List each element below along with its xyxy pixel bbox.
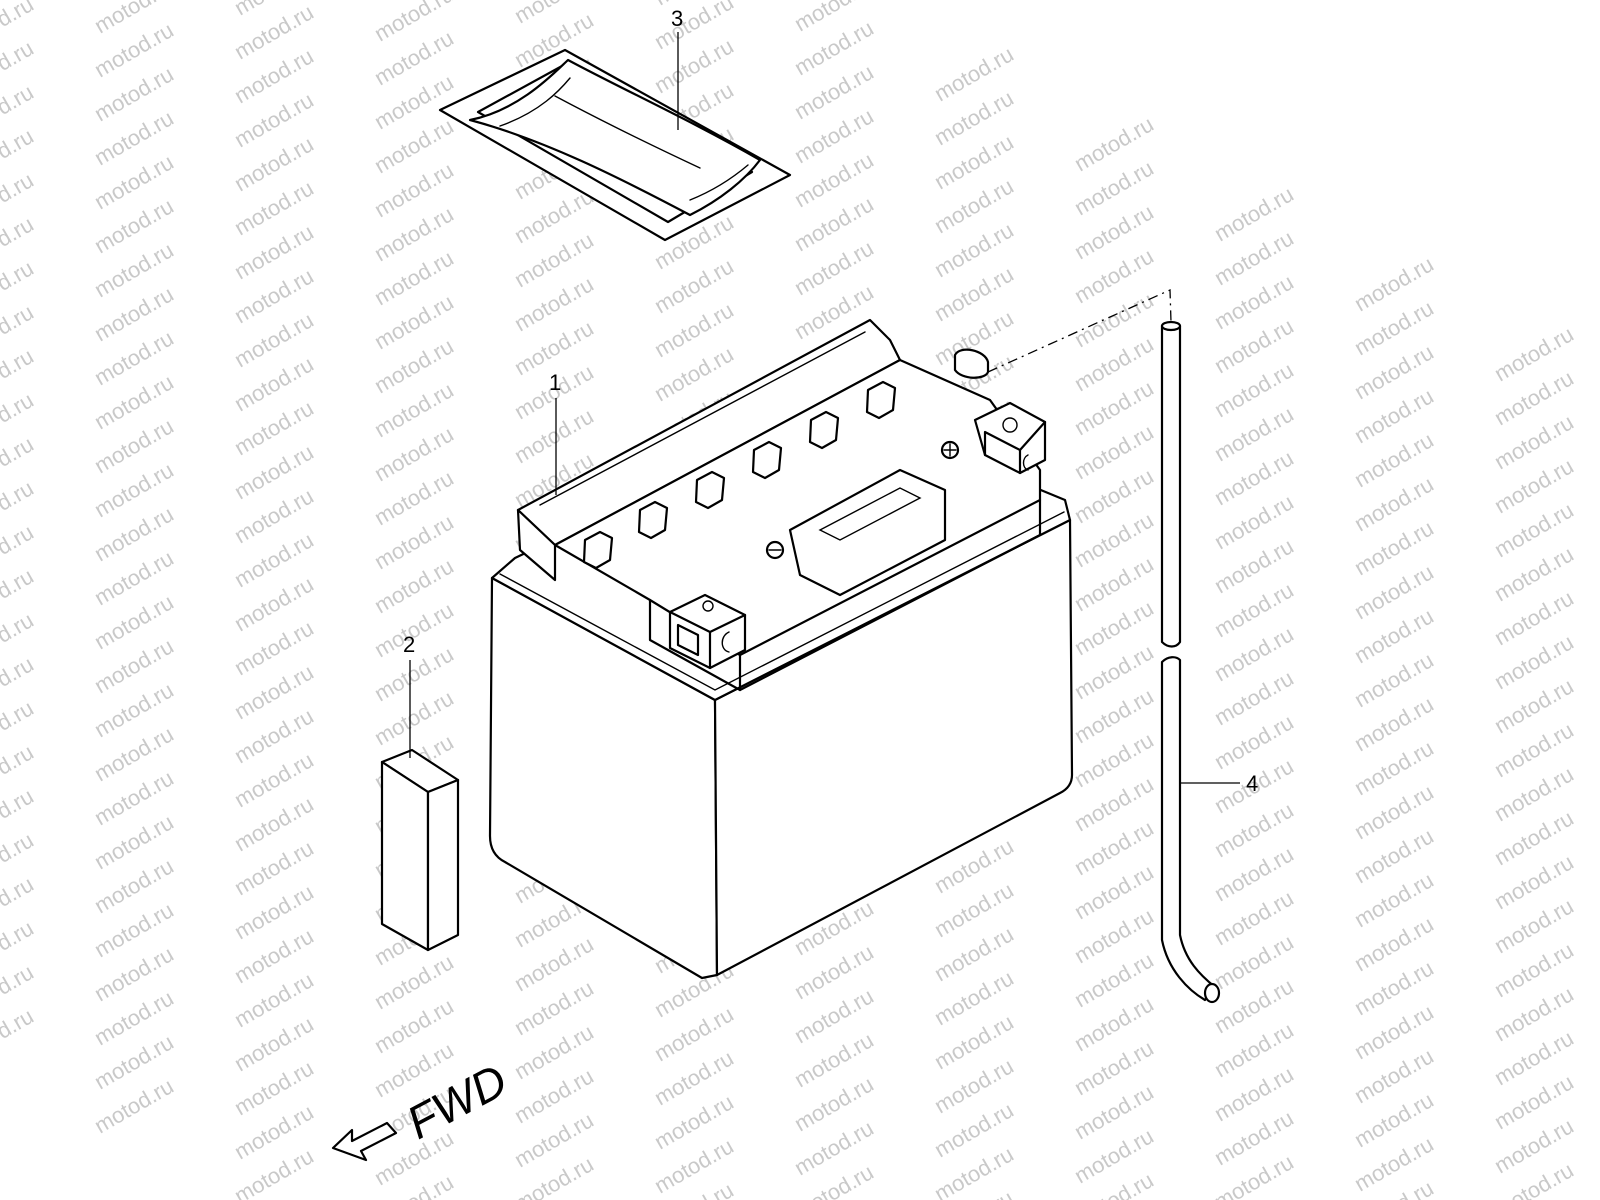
- hose-routing-line: [987, 289, 1172, 373]
- watermark-text: motod.ru: [0, 1003, 38, 1068]
- fwd-arrow-icon: [331, 1121, 398, 1162]
- spacer-block: [380, 748, 460, 952]
- callout-1: 1: [549, 370, 561, 395]
- callout-2: 2: [403, 632, 415, 657]
- callout-3: 3: [671, 6, 683, 31]
- callout-4: 4: [1246, 771, 1258, 796]
- vent-hose: [1160, 320, 1221, 1004]
- battery-strap: [438, 48, 792, 242]
- battery: [488, 318, 1074, 980]
